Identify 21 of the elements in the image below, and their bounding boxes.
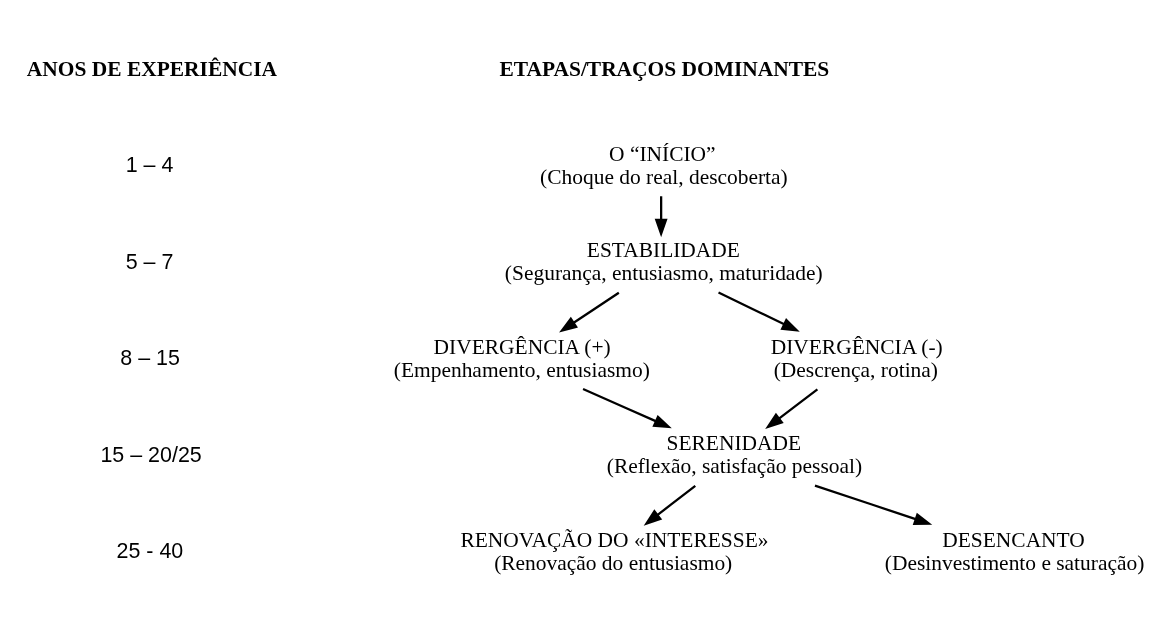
- node-text: ESTABILIDADE (Segurança, entusiasmo, maturidade): [504, 238, 823, 286]
- arrow: [643, 484, 696, 526]
- arrow: [559, 291, 620, 333]
- node-text: SERENIDADE (Reflexão, satisfação pessoal): [606, 431, 863, 479]
- arrow: [765, 388, 819, 430]
- node-text: RENOVAÇÃO DO «INTERESSE» (Renovação do entusiasmo): [460, 527, 769, 575]
- arrow: [654, 196, 668, 238]
- node-text: DESENCANTO (Desinvestimento e saturação): [884, 527, 1145, 575]
- label: 1 – 4: [125, 153, 174, 178]
- label: 15 – 20/25: [100, 442, 202, 467]
- node-text: O “INÍCIO” (Choque do real, descoberta): [540, 141, 788, 189]
- arrow: [582, 388, 672, 429]
- label: ANOS DE EXPERIÊNCIA: [26, 56, 278, 81]
- label: 8 – 15: [120, 346, 180, 371]
- label: ETAPAS/TRAÇOS DOMINANTES: [499, 56, 830, 81]
- arrow: [718, 291, 800, 332]
- node-text: DIVERGÊNCIA (+) (Empenhamento, entusiasmo): [393, 334, 650, 382]
- node-text: DIVERGÊNCIA (-) (Descrença, rotina): [770, 334, 943, 382]
- label: 5 – 7: [125, 249, 174, 274]
- arrow: [814, 484, 933, 525]
- label: 25 - 40: [116, 539, 184, 564]
